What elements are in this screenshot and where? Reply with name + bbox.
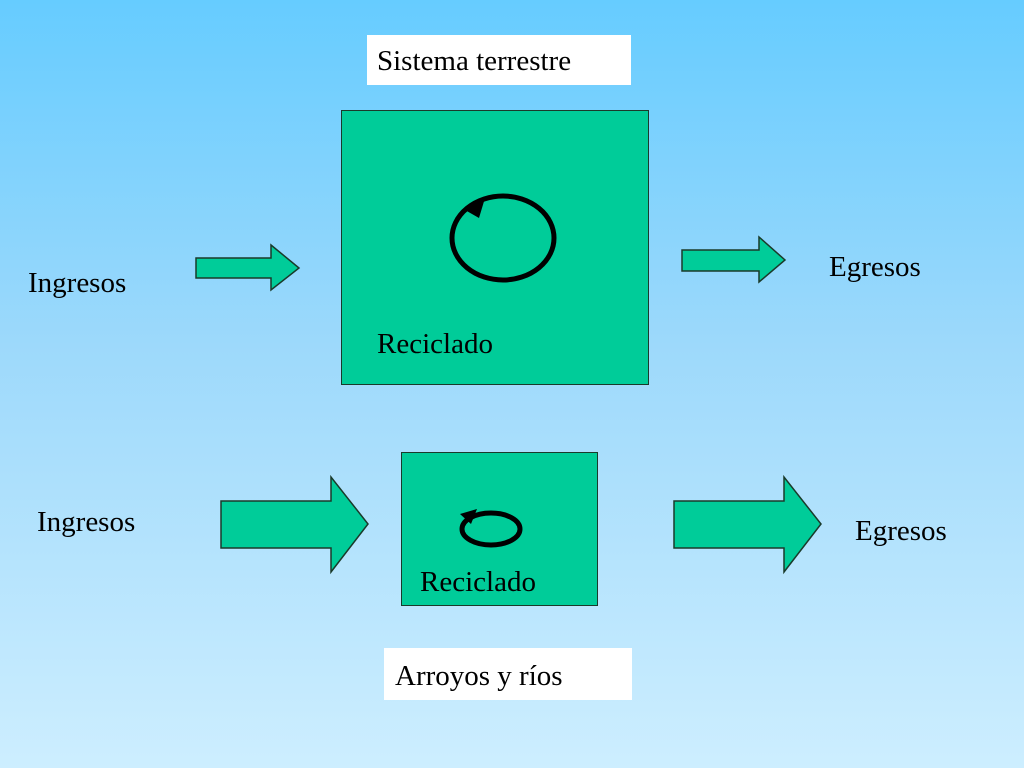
top-system-title: Sistema terrestre [367,35,631,85]
bottom-input-arrow [220,474,369,575]
bottom-input-label: Ingresos [37,506,136,538]
bottom-system-title: Arroyos y ríos [384,648,632,700]
top-output-arrow [681,235,787,284]
bottom-recycle-label: Reciclado [420,566,536,598]
top-recycle-cycle-icon [449,193,557,283]
bottom-recycle-cycle-icon [459,509,523,548]
top-input-label: Ingresos [28,267,127,299]
bottom-output-label: Egresos [855,515,947,547]
top-output-label: Egresos [829,251,921,283]
top-input-arrow [195,243,301,292]
top-recycle-label: Reciclado [377,328,493,360]
bottom-system-box [401,452,598,606]
top-system-box [341,110,649,385]
bottom-output-arrow [673,474,822,575]
